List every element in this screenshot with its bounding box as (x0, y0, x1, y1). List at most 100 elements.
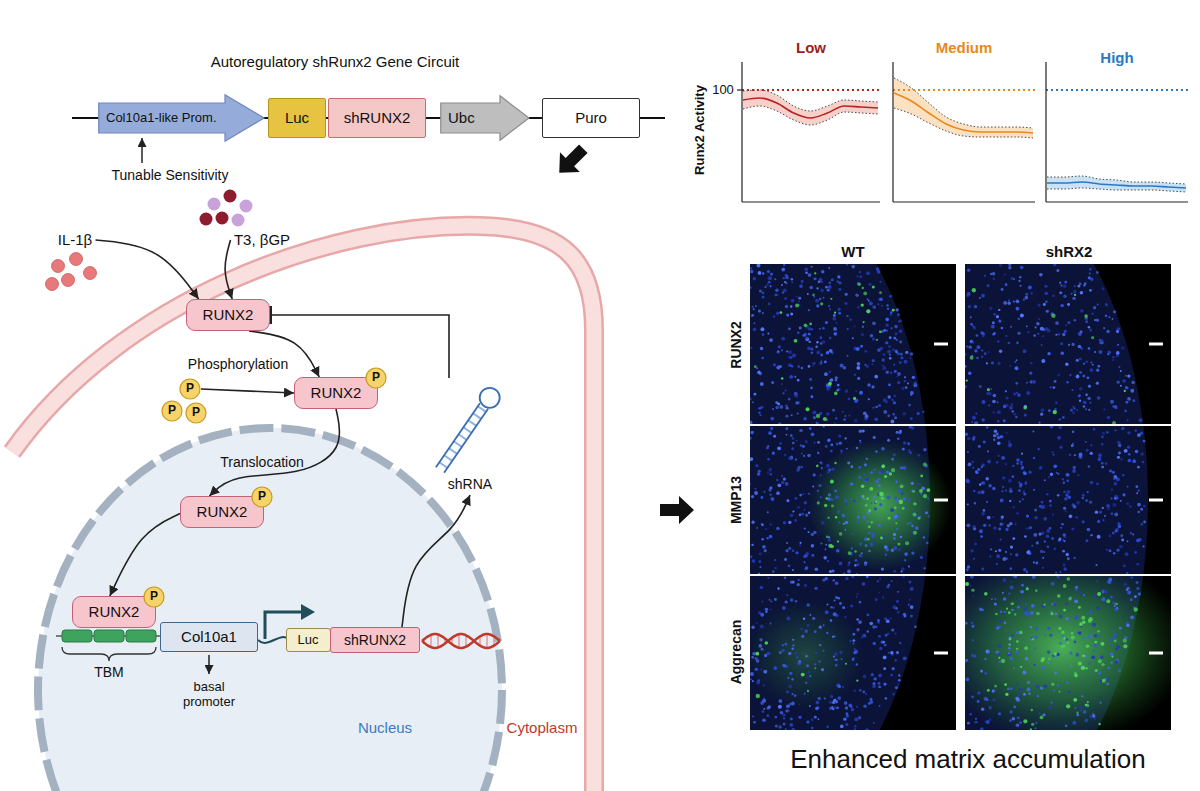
micrograph-panel (798, 703, 800, 705)
micrograph-panel (1005, 528, 1008, 531)
micrograph-panel (886, 330, 888, 332)
micrograph-panel (821, 521, 825, 525)
micrograph-panel (851, 708, 854, 711)
micrograph-panel (1098, 365, 1101, 368)
micrograph-panel (1121, 427, 1125, 431)
micrograph-panel (846, 448, 848, 450)
micrograph-panel (772, 452, 775, 455)
micrograph-panel (786, 314, 789, 317)
micrograph-panel (887, 395, 890, 398)
micrograph-panel (1111, 513, 1114, 516)
micrograph-panel (762, 295, 765, 298)
band-edge (743, 90, 878, 111)
micrograph-panel (786, 434, 788, 436)
micrograph-panel (848, 562, 850, 564)
micrograph-panel (1074, 599, 1078, 603)
micrograph-panel (1043, 517, 1047, 521)
micrograph-panel (901, 492, 903, 494)
micrograph-panel (898, 679, 901, 682)
micrograph-panel (832, 409, 835, 412)
micrograph-panel (1054, 704, 1056, 706)
micrograph-panel (882, 365, 884, 367)
micrograph-panel (1115, 429, 1117, 431)
micrograph-panel (778, 345, 781, 348)
micrograph-panel (754, 393, 757, 396)
micrograph-panel (1026, 551, 1029, 554)
micrograph-panel (1041, 501, 1044, 504)
micrograph-panel (822, 340, 826, 344)
micrograph-panel (879, 330, 882, 333)
micrograph-panel (756, 681, 760, 685)
micrograph-panel (1043, 713, 1046, 716)
micrograph-panel (1088, 634, 1092, 638)
micrograph-panel (878, 478, 880, 480)
micrograph-panel (777, 587, 779, 589)
micrograph-panel (888, 384, 890, 386)
micrograph-panel (1049, 527, 1052, 530)
micrograph-panel (800, 444, 803, 447)
micrograph-panel (750, 426, 956, 574)
micrograph-panel (1074, 285, 1076, 287)
micrograph-panel (859, 275, 862, 278)
micrograph-panel (1126, 589, 1129, 592)
micrograph-panel (783, 264, 785, 266)
micrograph-panel (778, 699, 782, 703)
micrograph-panel (816, 351, 820, 355)
micrograph-panel (776, 527, 780, 531)
micrograph-panel (872, 337, 875, 340)
micrograph-panel (1113, 637, 1116, 640)
micrograph-panel (1051, 582, 1054, 585)
micrograph-panel (1085, 539, 1088, 542)
micrograph-panel (1042, 335, 1044, 337)
micrograph-panel (1049, 504, 1052, 507)
micrograph-panel (975, 470, 978, 473)
micrograph-panel (825, 610, 829, 614)
scale-bar (1149, 343, 1163, 346)
micrograph-panel (1030, 626, 1032, 628)
micrograph-panel (913, 531, 917, 535)
micrograph-panel (794, 519, 797, 522)
micrograph-panel (899, 329, 902, 332)
micrograph-panel (866, 271, 870, 275)
micrograph-panel (817, 452, 819, 454)
micrograph-panel (783, 288, 787, 292)
micrograph-panel (865, 504, 868, 507)
micrograph-panel (763, 670, 767, 674)
micrograph-panel (1143, 545, 1145, 547)
micrograph-panel (1065, 510, 1067, 512)
micrograph-panel (1007, 524, 1010, 527)
micrograph-panel (1055, 402, 1057, 404)
micrograph-panel (867, 538, 870, 541)
micrograph-panel (1129, 505, 1132, 508)
micrograph-panel (829, 337, 832, 340)
micrograph-panel (968, 371, 972, 375)
micrograph-panel (1092, 364, 1094, 366)
micrograph-panel (1001, 515, 1004, 518)
micrograph-panel (1026, 325, 1028, 327)
micrograph-panel (856, 347, 860, 351)
micrograph-panel (784, 558, 787, 561)
micrograph-panel (1008, 647, 1010, 649)
micrograph-panel (1108, 316, 1110, 318)
micrograph-panel (1076, 501, 1080, 505)
micrograph-panel (758, 573, 760, 574)
micrograph-panel (808, 273, 812, 277)
micrograph-panel (1005, 551, 1007, 553)
micrograph-panel (857, 515, 860, 518)
micrograph-panel (887, 350, 891, 354)
micrograph-panel (830, 298, 832, 300)
micrograph-panel (826, 464, 830, 468)
micrograph-panel (830, 619, 832, 621)
micrograph-panel (1026, 571, 1028, 573)
micrograph-panel (908, 449, 910, 451)
micrograph-panel (1113, 310, 1116, 313)
micrograph-panel (829, 308, 831, 310)
micrograph-panel (1070, 664, 1072, 666)
micrograph-panel (777, 350, 780, 353)
micrograph-panel (1057, 684, 1060, 687)
micrograph-panel (972, 416, 976, 420)
confidence-band (1047, 176, 1186, 192)
micrograph-panel (756, 622, 758, 624)
micrograph-panel (814, 716, 817, 719)
micrograph-panel (1035, 562, 1038, 565)
